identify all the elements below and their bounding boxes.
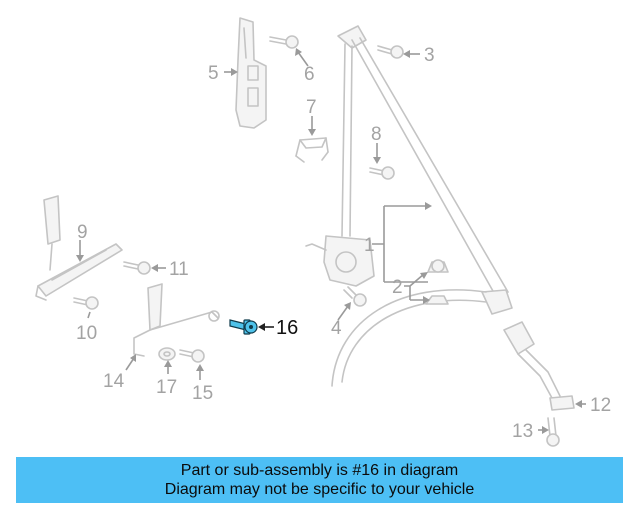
part-2-guide[interactable]	[331, 259, 487, 387]
part-1-belt-assembly[interactable]	[305, 25, 513, 315]
part-5-bracket[interactable]	[235, 17, 267, 129]
part-8-bolt[interactable]	[369, 166, 395, 180]
callout-7: 7	[306, 97, 317, 118]
callout-11: 11	[169, 259, 189, 280]
callout-15: 15	[192, 383, 213, 404]
callout-17: 17	[156, 377, 177, 398]
callout-6: 6	[304, 64, 315, 85]
info-banner: Part or sub-assembly is #16 in diagram D…	[16, 457, 623, 503]
part-7-clip[interactable]	[295, 137, 329, 163]
part-6-bolt[interactable]	[269, 35, 299, 49]
callout-1: 1	[364, 235, 375, 256]
callout-5: 5	[208, 63, 219, 84]
part-16-bolt-highlighted[interactable]	[229, 319, 258, 335]
callout-13: 13	[512, 421, 533, 442]
banner-line-1: Part or sub-assembly is #16 in diagram	[180, 462, 459, 479]
callout-12: 12	[590, 395, 611, 416]
callout-16[interactable]: 16	[276, 317, 298, 339]
part-17-washer[interactable]	[158, 347, 176, 361]
part-11-bolt[interactable]	[123, 261, 151, 275]
part-3-bolt[interactable]	[377, 45, 404, 59]
part-9-buckle-assembly[interactable]	[35, 195, 123, 301]
callout-3: 3	[424, 45, 435, 66]
part-4-bolt[interactable]	[343, 286, 367, 307]
banner-line-2: Diagram may not be specific to your vehi…	[164, 481, 475, 498]
callout-8: 8	[371, 124, 382, 145]
part-15-bolt[interactable]	[179, 349, 205, 363]
callout-leaders	[76, 48, 586, 434]
part-10-bolt[interactable]	[73, 296, 99, 310]
callout-14: 14	[103, 371, 125, 392]
part-13-bolt[interactable]	[546, 417, 560, 447]
part-12-buckle[interactable]	[503, 321, 575, 411]
callout-2: 2	[392, 277, 403, 298]
callout-10: 10	[76, 323, 97, 344]
callout-4: 4	[331, 318, 342, 339]
part-14-cable[interactable]	[133, 283, 220, 357]
callout-9: 9	[77, 222, 88, 243]
